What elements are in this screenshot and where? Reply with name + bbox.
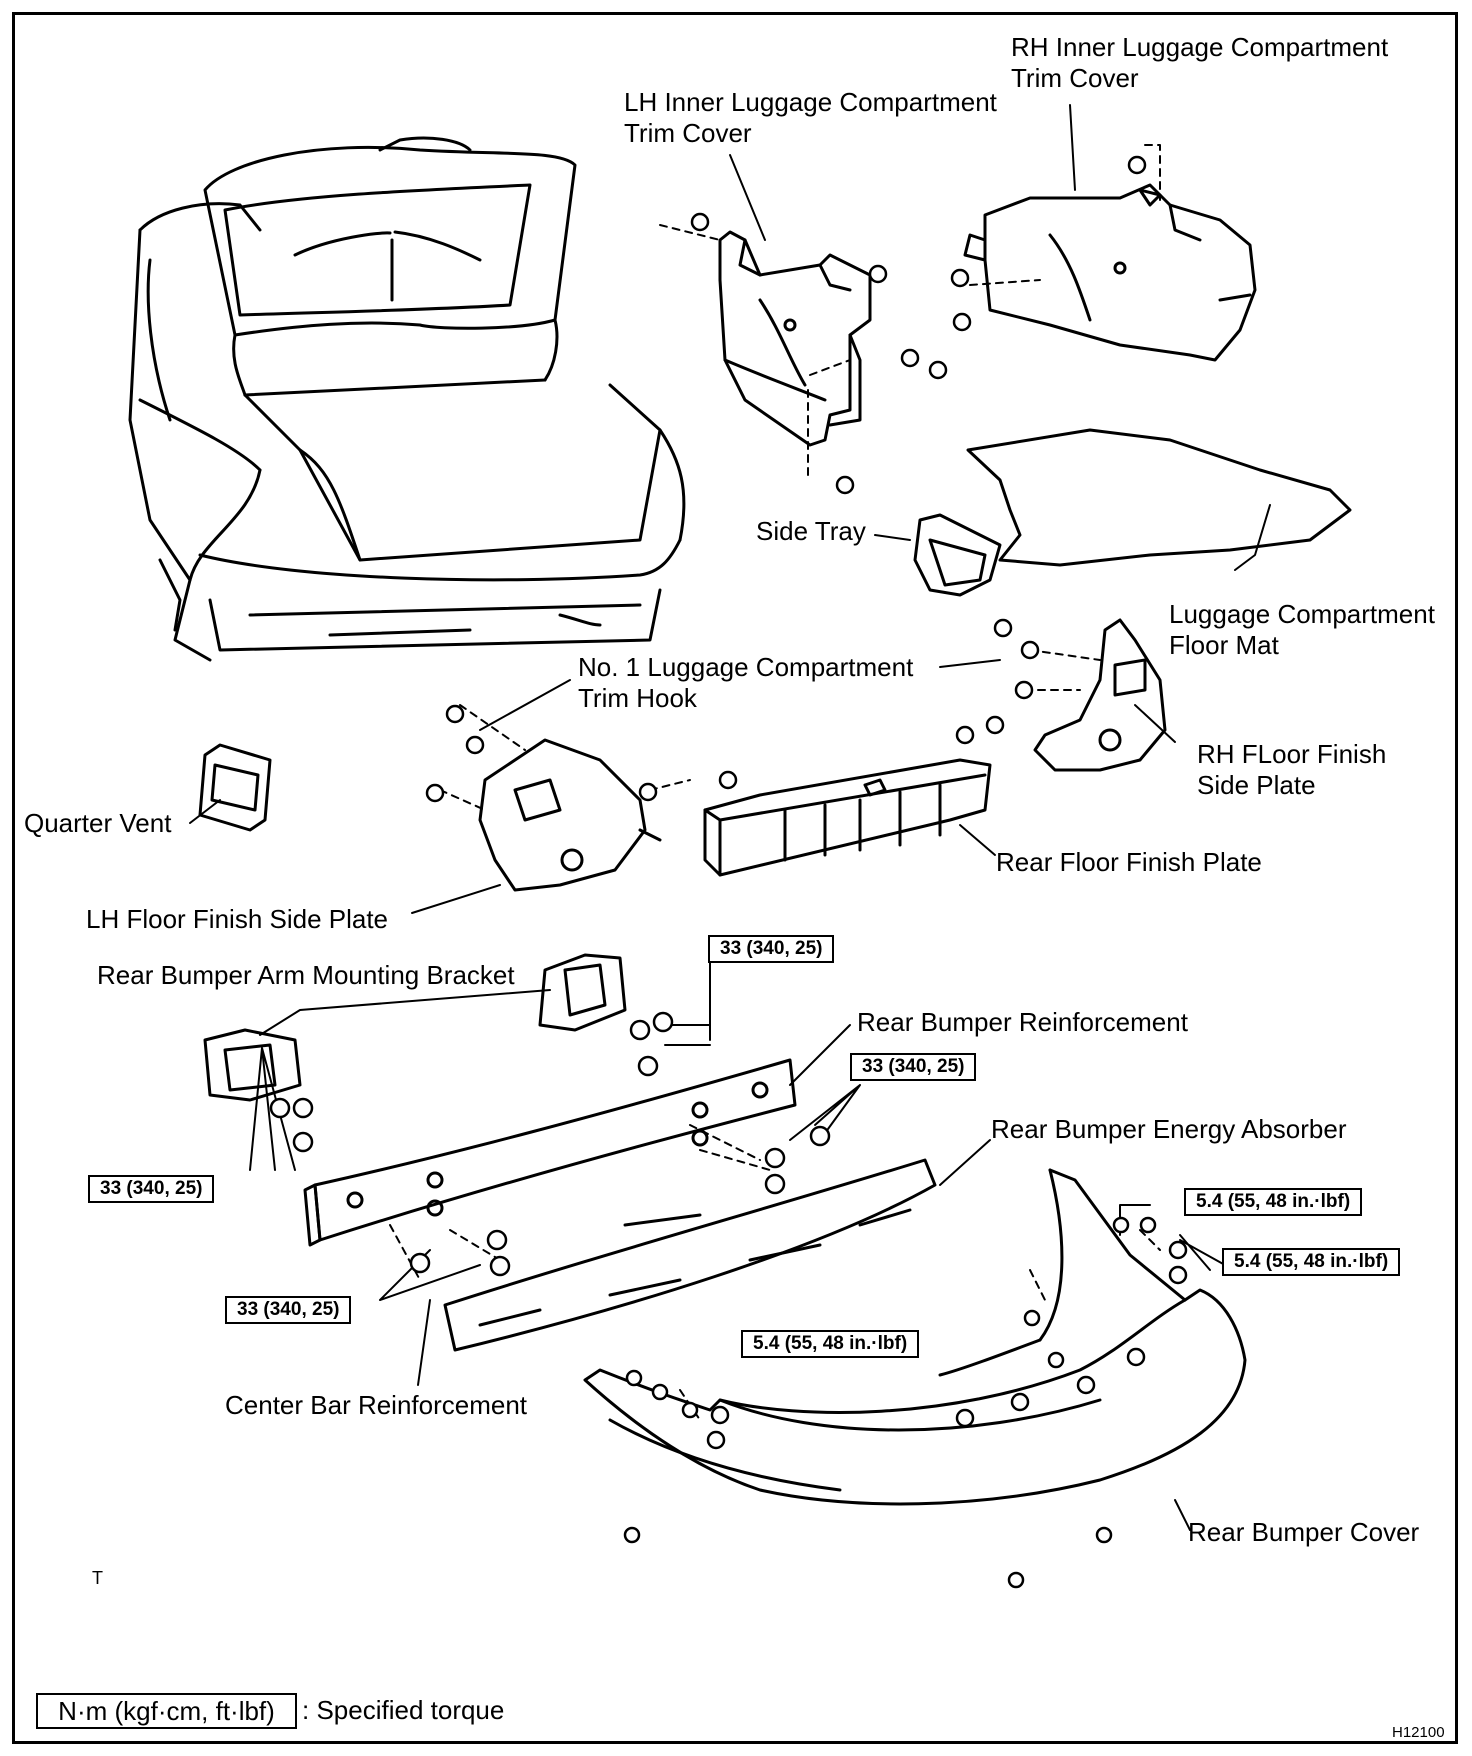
rear-bumper-reinforcement-shape [303, 1058, 797, 1247]
label-rear-floor-finish-plate: Rear Floor Finish Plate [996, 847, 1262, 877]
legend-specified-torque: : Specified torque [302, 1695, 505, 1725]
label-rear-bumper-reinforcement: Rear Bumper Reinforcement [857, 1007, 1188, 1037]
label-rear-bumper-arm-bracket: Rear Bumper Arm Mounting Bracket [97, 960, 515, 990]
label-lh-floor-finish-side-plate: LH Floor Finish Side Plate [86, 904, 389, 934]
torque-spec-bracket-lower: 33 (340, 25) [88, 1175, 215, 1203]
label-luggage-floor-mat: Luggage Compartment Floor Mat [1169, 599, 1435, 660]
torque-spec-cover-center: 5.4 (55, 48 in.·lbf) [741, 1330, 920, 1358]
label-side-tray: Side Tray [756, 516, 866, 546]
label-rear-bumper-energy-absorber: Rear Bumper Energy Absorber [991, 1114, 1347, 1144]
rear-bumper-cover-shape [583, 1168, 1247, 1506]
side-tray-shape [913, 513, 1002, 597]
bumper-arm-bracket-shapes [203, 953, 627, 1102]
lh-floor-finish-side-plate-shape [478, 738, 662, 892]
label-rh-inner-luggage-trim-cover: RH Inner Luggage Compartment Trim Cover [1011, 32, 1389, 93]
t-mark: T [92, 1568, 103, 1588]
label-lh-inner-luggage-trim-cover: LH Inner Luggage Compartment Trim Cover [624, 87, 997, 148]
label-rh-floor-finish-side-plate: RH FLoor Finish Side Plate [1197, 739, 1387, 800]
torque-spec-reinforcement-right: 33 (340, 25) [850, 1053, 977, 1081]
lh-inner-trim-cover-shape [718, 230, 872, 447]
rh-inner-trim-cover-shape [963, 183, 1257, 362]
figure-code: H12100 [1392, 1724, 1445, 1741]
floor-mat-shape [966, 428, 1352, 567]
rear-floor-finish-plate-shape [703, 758, 992, 877]
vehicle-rear-illustration [128, 136, 686, 662]
rh-floor-finish-side-plate-shape [1033, 618, 1167, 772]
label-rear-bumper-cover: Rear Bumper Cover [1188, 1517, 1420, 1547]
legend-torque-unit-box: N·m (kgf·cm, ft·lbf) [36, 1693, 297, 1729]
quarter-vent-shape [198, 743, 272, 832]
torque-spec-bracket-upper: 33 (340, 25) [708, 935, 835, 963]
energy-absorber-shape [443, 1158, 937, 1352]
torque-spec-cover-upper: 5.4 (55, 48 in.·lbf) [1184, 1188, 1363, 1216]
label-center-bar-reinforcement: Center Bar Reinforcement [225, 1390, 528, 1420]
label-quarter-vent: Quarter Vent [24, 808, 172, 838]
label-trim-hook: No. 1 Luggage Compartment Trim Hook [578, 652, 914, 713]
torque-spec-reinforcement-left: 33 (340, 25) [225, 1296, 352, 1324]
torque-spec-cover-side: 5.4 (55, 48 in.·lbf) [1222, 1248, 1401, 1276]
diagram-frame [12, 12, 1458, 1744]
